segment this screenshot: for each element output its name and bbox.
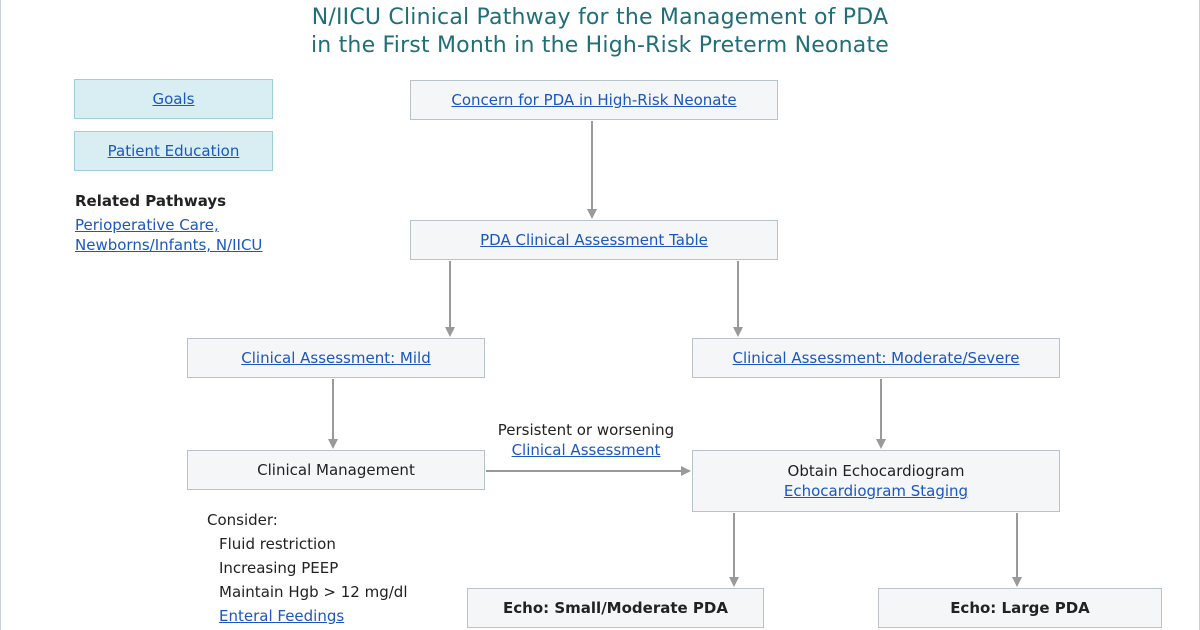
goals-box[interactable]: Goals: [74, 79, 273, 119]
persistent-text: Persistent or worsening: [497, 421, 675, 439]
clinical-management-label: Clinical Management: [257, 461, 415, 479]
patient-education-link[interactable]: Patient Education: [107, 142, 240, 160]
clinical-management-box: Clinical Management: [187, 450, 485, 490]
consider-item-hgb: Maintain Hgb > 12 mg/dl: [219, 583, 408, 601]
goals-link[interactable]: Goals: [152, 90, 195, 108]
echo-staging-link[interactable]: Echocardiogram Staging: [783, 482, 969, 500]
mild-box[interactable]: Clinical Assessment: Mild: [187, 338, 485, 378]
persistent-label: Persistent or worsening Clinical Assessm…: [484, 420, 688, 460]
mild-link[interactable]: Clinical Assessment: Mild: [241, 349, 431, 367]
consider-item-fluid: Fluid restriction: [219, 535, 336, 553]
concern-box[interactable]: Concern for PDA in High-Risk Neonate: [410, 80, 778, 120]
related-pathways-links: Perioperative Care, Newborns/Infants, N/…: [75, 215, 262, 255]
assessment-table-box[interactable]: PDA Clinical Assessment Table: [410, 220, 778, 260]
moderate-severe-link[interactable]: Clinical Assessment: Moderate/Severe: [732, 349, 1020, 367]
persistent-assessment-link[interactable]: Clinical Assessment: [511, 441, 661, 459]
related-pathways-heading: Related Pathways: [75, 192, 227, 210]
assessment-table-link[interactable]: PDA Clinical Assessment Table: [480, 231, 708, 249]
echo-large-box: Echo: Large PDA: [878, 588, 1162, 628]
consider-item-peep: Increasing PEEP: [219, 559, 339, 577]
echo-small-moderate-label: Echo: Small/Moderate PDA: [503, 599, 728, 617]
echocardiogram-box[interactable]: Obtain Echocardiogram Echocardiogram Sta…: [692, 450, 1060, 512]
consider-heading: Consider:: [207, 511, 278, 529]
concern-link[interactable]: Concern for PDA in High-Risk Neonate: [451, 91, 737, 109]
title-line-1: N/IICU Clinical Pathway for the Manageme…: [311, 5, 889, 30]
consider-link-enteral[interactable]: Enteral Feedings: [219, 607, 345, 625]
related-link-newborns[interactable]: Newborns/Infants, N/IICU: [75, 236, 263, 254]
title-line-2: in the First Month in the High-Risk Pret…: [310, 33, 890, 58]
related-link-perioperative[interactable]: Perioperative Care,: [75, 216, 219, 234]
echo-small-moderate-box: Echo: Small/Moderate PDA: [467, 588, 764, 628]
moderate-severe-box[interactable]: Clinical Assessment: Moderate/Severe: [692, 338, 1060, 378]
consider-list: Consider: Fluid restriction Increasing P…: [207, 508, 407, 628]
echo-large-label: Echo: Large PDA: [950, 599, 1090, 617]
left-border: [0, 0, 1, 630]
page-title: N/IICU Clinical Pathway for the Manageme…: [0, 4, 1200, 60]
patient-education-box[interactable]: Patient Education: [74, 131, 273, 171]
echo-obtain-label: Obtain Echocardiogram: [787, 462, 965, 480]
